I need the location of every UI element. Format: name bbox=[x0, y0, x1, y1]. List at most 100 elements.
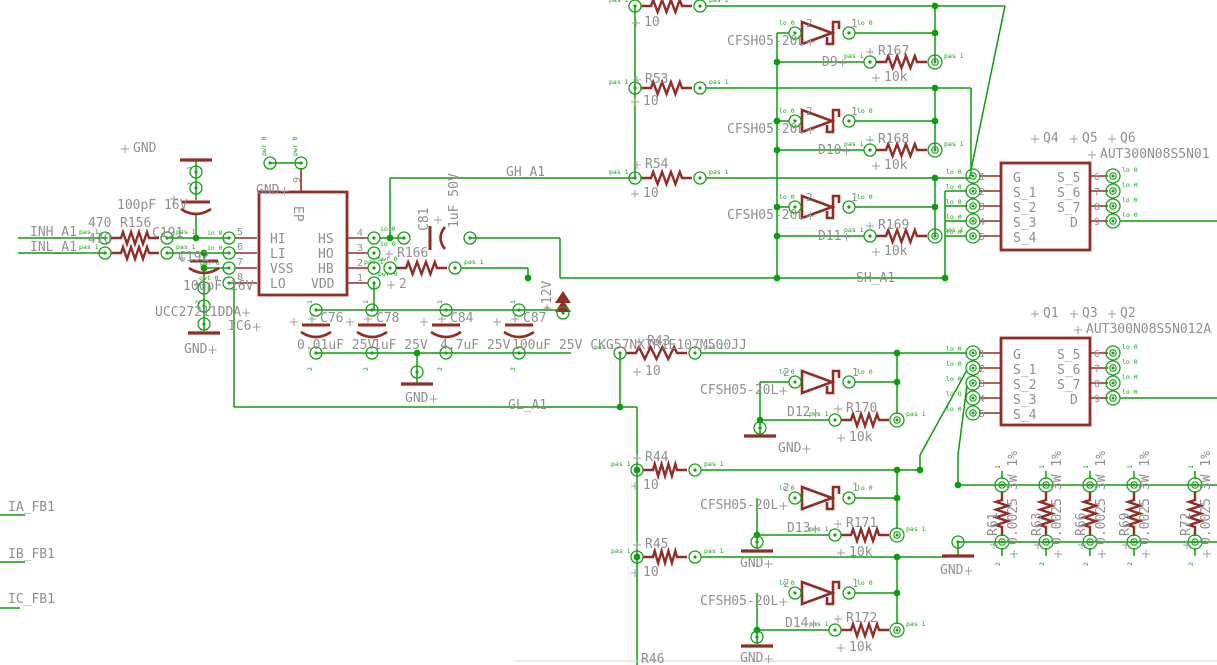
shunt-resistor-R63[interactable] bbox=[1036, 491, 1056, 536]
net-wire[interactable] bbox=[919, 369, 968, 456]
label: 6 bbox=[1094, 349, 1100, 360]
label[interactable]: Q6 bbox=[1120, 131, 1136, 146]
net-label-IA_FB1[interactable]: IA_FB1 bbox=[8, 500, 55, 515]
label[interactable]: CFSH05-20L bbox=[700, 383, 778, 398]
label[interactable]: R72 bbox=[1179, 513, 1194, 536]
label[interactable]: C76 bbox=[320, 311, 343, 326]
label[interactable]: D14 bbox=[785, 616, 809, 631]
label[interactable]: R43 bbox=[647, 334, 670, 349]
gnd-label[interactable]: GND bbox=[940, 563, 964, 578]
net-label-GL_A1[interactable]: GL_A1 bbox=[508, 398, 547, 413]
label[interactable]: CFSH05-20L bbox=[727, 34, 805, 49]
label[interactable]: Q2 bbox=[1120, 306, 1136, 321]
pin-pad bbox=[222, 246, 236, 260]
gnd-label[interactable]: GND bbox=[184, 342, 208, 357]
label[interactable]: D11 bbox=[818, 229, 841, 244]
label[interactable]: R63 bbox=[1030, 513, 1045, 536]
shunt-resistor-R66[interactable] bbox=[1080, 491, 1100, 536]
gnd-label[interactable]: GND bbox=[405, 391, 429, 406]
label[interactable]: D10 bbox=[818, 143, 841, 158]
resistor-R166[interactable] bbox=[396, 258, 447, 278]
label[interactable]: R61 bbox=[986, 513, 1001, 536]
mosfet-array-Q1-Q3-Q2[interactable] bbox=[999, 336, 1092, 427]
label[interactable]: R170 bbox=[846, 401, 877, 416]
resistor-unnamed[interactable] bbox=[641, 0, 692, 16]
label[interactable]: R168 bbox=[878, 132, 909, 147]
wire-junction bbox=[931, 117, 939, 125]
shunt-resistor-R69[interactable] bbox=[1124, 491, 1144, 536]
label[interactable]: D9 bbox=[822, 55, 838, 70]
label[interactable]: Q5 bbox=[1082, 131, 1098, 146]
shunt-resistor-R61[interactable] bbox=[992, 491, 1012, 536]
label[interactable]: Q4 bbox=[1043, 131, 1059, 146]
resistor-R169[interactable] bbox=[876, 226, 927, 246]
label[interactable]: D12 bbox=[787, 405, 810, 420]
net-wire[interactable] bbox=[970, 5, 1006, 171]
label[interactable]: C81 bbox=[417, 208, 432, 231]
diode-D13[interactable] bbox=[800, 485, 836, 511]
label[interactable]: D13 bbox=[787, 521, 810, 536]
label[interactable]: R53 bbox=[645, 72, 668, 87]
label[interactable]: C84 bbox=[450, 311, 474, 326]
resistor-R54[interactable] bbox=[641, 168, 692, 188]
gnd-label[interactable]: GND bbox=[740, 651, 764, 665]
resistor-unnamed[interactable] bbox=[111, 243, 159, 263]
label[interactable]: C87 bbox=[523, 311, 546, 326]
resistor-R156[interactable] bbox=[111, 228, 159, 248]
shunt-resistor-R72[interactable] bbox=[1185, 491, 1205, 536]
label[interactable]: R69 bbox=[1118, 513, 1133, 536]
net-label-GH_A1[interactable]: GH_A1 bbox=[506, 165, 545, 180]
resistor-R172[interactable] bbox=[841, 620, 889, 640]
resistor-R43[interactable] bbox=[626, 344, 687, 362]
label[interactable]: R172 bbox=[846, 611, 877, 626]
label[interactable]: R66 bbox=[1074, 513, 1089, 536]
label[interactable]: C192 bbox=[178, 250, 209, 265]
label[interactable]: R46 bbox=[641, 652, 664, 665]
label[interactable]: R171 bbox=[846, 516, 877, 531]
diode-D11[interactable] bbox=[800, 194, 836, 220]
label[interactable]: CFSH05-20L bbox=[727, 122, 805, 137]
resistor-R170[interactable] bbox=[841, 410, 889, 430]
label[interactable]: Q3 bbox=[1082, 306, 1098, 321]
diode-D10[interactable] bbox=[800, 108, 836, 134]
label[interactable]: R44 bbox=[645, 450, 669, 465]
gnd-label[interactable]: GND bbox=[778, 441, 802, 456]
net-label-INL_A1[interactable]: INL_A1 bbox=[30, 240, 77, 255]
gate-driver-ic-IC6[interactable] bbox=[257, 190, 349, 297]
gnd-label[interactable]: GND bbox=[740, 556, 764, 571]
net-label-12V[interactable]: +12V bbox=[540, 281, 555, 312]
label[interactable]: R54 bbox=[645, 157, 669, 172]
supply-12v-icon[interactable] bbox=[555, 291, 571, 303]
net-label-SH_A1[interactable]: SH_A1 bbox=[856, 271, 895, 286]
label[interactable]: R156 bbox=[120, 216, 151, 231]
resistor-R44[interactable] bbox=[643, 459, 687, 481]
resistor-R168[interactable] bbox=[876, 140, 927, 160]
via-pad bbox=[965, 213, 981, 229]
label[interactable]: C78 bbox=[376, 311, 399, 326]
label[interactable]: R45 bbox=[645, 537, 668, 552]
gnd-label[interactable]: GND bbox=[133, 141, 157, 156]
label[interactable]: C191 bbox=[152, 226, 183, 241]
label[interactable]: R166 bbox=[397, 246, 428, 261]
diode-D9[interactable] bbox=[800, 20, 836, 46]
diode-D12[interactable] bbox=[800, 369, 836, 395]
label[interactable]: D bbox=[1070, 216, 1078, 231]
mosfet-array-Q4-Q5-Q6[interactable] bbox=[999, 161, 1092, 252]
label[interactable]: CFSH05-20L bbox=[727, 208, 805, 223]
label[interactable]: R169 bbox=[878, 218, 909, 233]
label[interactable]: CFSH05-20L bbox=[700, 594, 778, 609]
resistor-R45[interactable] bbox=[643, 546, 687, 568]
label[interactable]: R167 bbox=[878, 44, 909, 59]
resistor-R53[interactable] bbox=[641, 78, 692, 98]
net-label-IC_FB1[interactable]: IC_FB1 bbox=[8, 592, 55, 607]
label[interactable]: Q1 bbox=[1043, 306, 1059, 321]
gnd-label[interactable]: GND bbox=[256, 183, 280, 198]
resistor-R167[interactable] bbox=[876, 52, 927, 72]
net-label-IB_FB1[interactable]: IB_FB1 bbox=[8, 547, 55, 562]
label[interactable]: D bbox=[1070, 393, 1078, 408]
diode-D14[interactable] bbox=[800, 580, 836, 606]
label[interactable]: CFSH05-20L bbox=[700, 498, 778, 513]
net-label-INH_A1[interactable]: INH_A1 bbox=[30, 225, 77, 240]
resistor-R171[interactable] bbox=[841, 525, 889, 545]
